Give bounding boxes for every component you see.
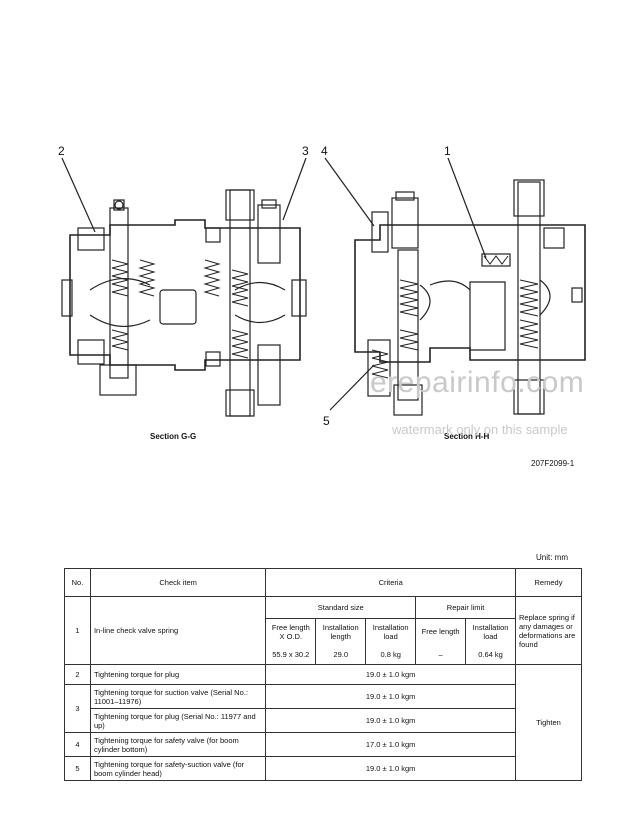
table-row-1-values: 55.9 x 30.2 29.0 0.8 kg – 0.64 kg [65,644,582,665]
section-g-g-drawing [61,189,307,417]
header-criteria: Criteria [265,568,516,597]
table-row-2: 2 Tightening torque for plug 19.0 ± 1.0 … [64,664,583,781]
table-row-3b: Tightening torque for plug (Serial No.: … [65,708,582,733]
col-installation-load: Installation load [365,618,417,645]
header-no: No. [64,568,91,597]
section-label-g-g: Section G-G [150,432,197,441]
value-repair-free-length: – [415,644,467,665]
table-row-5: 5 Tightening torque for safety-suction v… [64,756,582,781]
table-row-1-col-headers: Free length X O.D. Installation length I… [65,618,582,645]
row-2-item: Tightening torque for plug [89,664,267,685]
row-5-value: 19.0 ± 1.0 kgm [265,756,516,781]
callout-4-right: 4 [321,144,328,158]
leader-line-3 [282,157,307,221]
row-3a-value: 19.0 ± 1.0 kgm [265,684,516,709]
figure-area: 2 3 4 1 5 [58,144,586,468]
header-check-item: Check item [89,568,267,597]
value-installation-length: 29.0 [315,644,367,665]
table-header-row: No. Check item Criteria Remedy [64,568,583,597]
leader-line-4 [324,157,375,227]
row-3-no: 3 [64,684,91,733]
leader-line-2 [61,157,96,233]
section-label-h-h: Section H-H [444,432,490,441]
callout-3-left: 3 [302,144,309,158]
table-row-3a: 3 Tightening torque for suction valve (S… [64,684,582,733]
subheader-standard-size: Standard size [265,596,417,619]
valve-section-drawings [61,157,586,417]
leader-line-1 [447,157,487,259]
section-h-h-drawing [354,179,586,416]
header-remedy: Remedy [514,568,583,597]
row-2-value: 19.0 ± 1.0 kgm [265,664,516,685]
check-item-table: No. Check item Criteria Remedy 1 In-line… [64,568,583,781]
subheader-repair-limit: Repair limit [415,596,516,619]
row-4-value: 17.0 ± 1.0 kgm [265,732,516,757]
row-5-no: 5 [64,756,91,781]
unit-label: Unit: mm [536,553,568,562]
value-repair-installation-load: 0.64 kg [465,644,516,665]
value-free-length-od: 55.9 x 30.2 [265,644,317,665]
row-1-item: In-line check valve spring [89,596,267,665]
table-row-1-subheader: 1 In-line check valve spring Standard si… [64,596,583,665]
figure-number: 207F2099-1 [531,459,575,468]
col-free-length-od: Free length X O.D. [265,618,317,645]
row-1-no: 1 [64,596,91,665]
row-3b-item: Tightening torque for plug (Serial No.: … [89,708,267,733]
row-2-no: 2 [64,664,91,685]
leader-line-5 [329,364,375,411]
watermark-sub: watermark only on this sample [392,422,568,437]
watermark-main: erepairinfo.com [370,366,585,399]
table-row-4: 4 Tightening torque for safety valve (fo… [64,732,582,757]
remedy-tighten: Tighten [514,664,583,781]
callout-2-left: 2 [58,144,65,158]
col-installation-length: Installation length [315,618,367,645]
callout-1-right: 1 [444,144,451,158]
value-installation-load: 0.8 kg [365,644,417,665]
row-4-no: 4 [64,732,91,757]
row-3a-item: Tightening torque for suction valve (Ser… [89,684,267,709]
col-installation-load-repair: Installation load [465,618,516,645]
row-4-item: Tightening torque for safety valve (for … [89,732,267,757]
row-1-remedy: Replace spring if any damages or deforma… [514,596,583,665]
row-3b-value: 19.0 ± 1.0 kgm [265,708,516,733]
callout-5-right: 5 [323,414,330,428]
col-free-length: Free length [415,618,467,645]
row-5-item: Tightening torque for safety-suction val… [89,756,267,781]
